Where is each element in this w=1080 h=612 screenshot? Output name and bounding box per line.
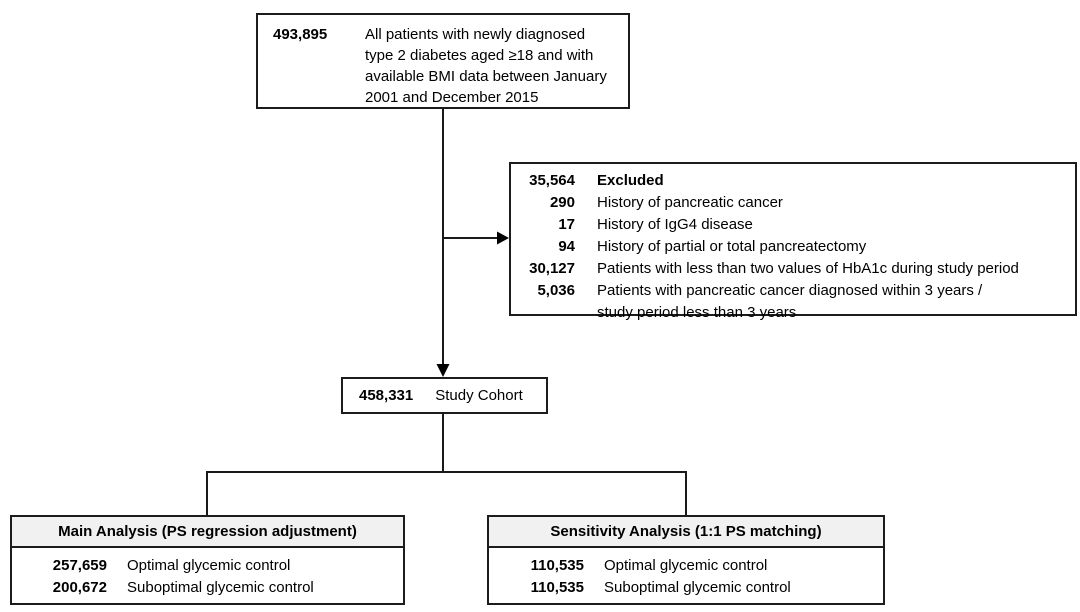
analysis-row-count: 110,535	[530, 557, 584, 574]
arrowhead-down-cohort	[436, 364, 450, 377]
excluded-row: 94 History of partial or total pancreate…	[523, 236, 1065, 258]
study-cohort-box: 458,331 Study Cohort	[341, 377, 548, 414]
sensitivity-analysis-title: Sensitivity Analysis (1:1 PS matching)	[489, 517, 883, 548]
cohort-label: Study Cohort	[435, 387, 523, 404]
analysis-row-label: Optimal glycemic control	[604, 557, 768, 574]
main-analysis-body: 257,659 Optimal glycemic control 200,672…	[12, 548, 403, 599]
excluded-row-label: History of pancreatic cancer	[597, 194, 783, 211]
analysis-row-count: 200,672	[52, 579, 107, 596]
analysis-row-label: Suboptimal glycemic control	[127, 579, 314, 596]
excluded-row-label: Patients with pancreatic cancer diagnose…	[597, 280, 1065, 324]
excluded-row: 30,127 Patients with less than two value…	[523, 258, 1065, 280]
analysis-row: 110,535 Optimal glycemic control	[489, 555, 883, 577]
excluded-row-label: History of IgG4 disease	[597, 216, 753, 233]
analysis-row-label: Optimal glycemic control	[127, 557, 291, 574]
main-analysis-box: Main Analysis (PS regression adjustment)…	[10, 515, 405, 605]
excluded-row: 17 History of IgG4 disease	[523, 214, 1065, 236]
analysis-row-label: Suboptimal glycemic control	[604, 579, 791, 596]
excluded-row: 5,036 Patients with pancreatic cancer di…	[523, 280, 1065, 324]
excluded-row-count: 290	[549, 194, 575, 211]
excluded-row-count: 94	[558, 238, 575, 255]
excluded-count: 35,564	[529, 172, 575, 189]
excluded-row-count: 17	[558, 216, 575, 233]
excluded-row-count: 5,036	[537, 282, 575, 299]
excluded-row-label: Patients with less than two values of Hb…	[597, 260, 1019, 277]
cohort-count: 458,331	[359, 387, 414, 404]
excluded-title: Excluded	[597, 172, 664, 189]
enrollment-count: 493,895	[273, 26, 328, 43]
analysis-row: 257,659 Optimal glycemic control	[12, 555, 403, 577]
excluded-header-row: 35,564 Excluded	[523, 170, 1065, 192]
excluded-box: 35,564 Excluded 290 History of pancreati…	[509, 162, 1077, 321]
main-analysis-title: Main Analysis (PS regression adjustment)	[12, 517, 403, 548]
enrollment-box: 493,895 All patients with newly diagnose…	[256, 13, 630, 109]
analysis-row: 200,672 Suboptimal glycemic control	[12, 577, 403, 599]
sensitivity-analysis-body: 110,535 Optimal glycemic control 110,535…	[489, 548, 883, 599]
sensitivity-analysis-box: Sensitivity Analysis (1:1 PS matching) 1…	[487, 515, 885, 605]
excluded-row: 290 History of pancreatic cancer	[523, 192, 1065, 214]
analysis-row-count: 110,535	[530, 579, 584, 596]
excluded-row-count: 30,127	[529, 260, 575, 277]
enrollment-label: All patients with newly diagnosed type 2…	[365, 26, 607, 106]
analysis-row-count: 257,659	[52, 557, 107, 574]
excluded-row-label-line2: study period less than 3 years	[597, 304, 797, 321]
excluded-row-label-line1: Patients with pancreatic cancer diagnose…	[597, 282, 983, 299]
arrowhead-right-excluded	[497, 231, 509, 245]
excluded-row-label: History of partial or total pancreatecto…	[597, 238, 867, 255]
analysis-row: 110,535 Suboptimal glycemic control	[489, 577, 883, 599]
